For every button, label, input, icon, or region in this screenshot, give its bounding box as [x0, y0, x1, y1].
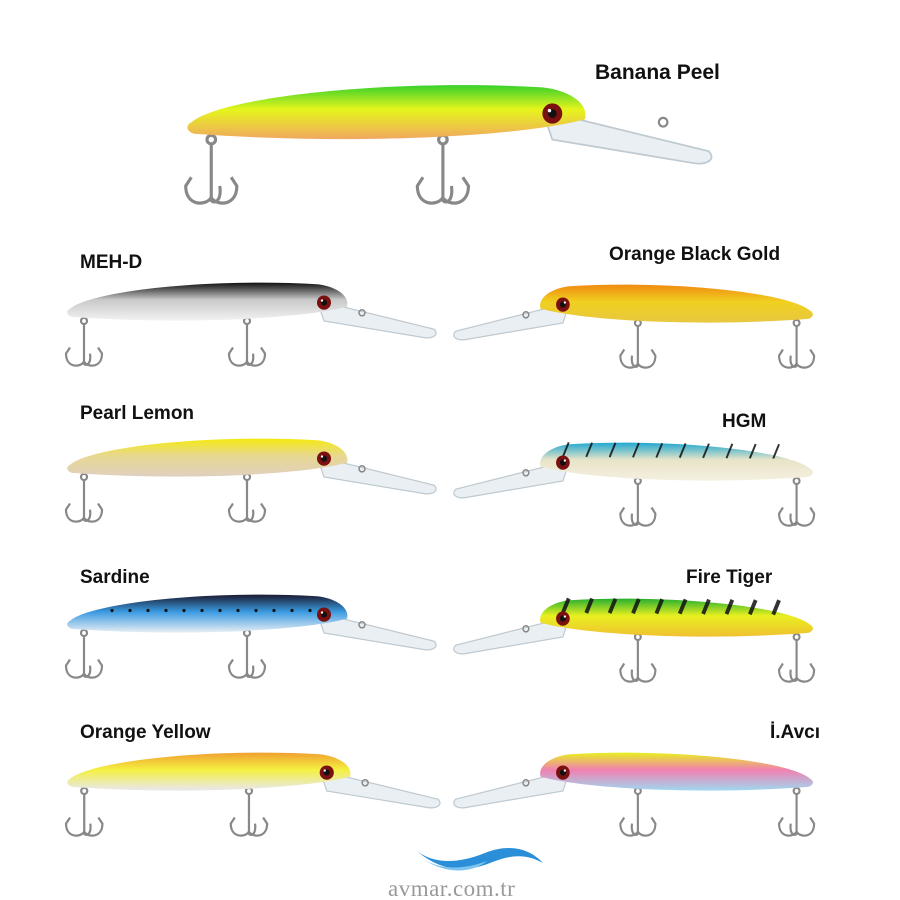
label-orange-yellow: Orange Yellow: [80, 722, 211, 743]
lure-fire-tiger: [453, 597, 816, 683]
wave-logo-icon: [417, 848, 543, 871]
treble-hook-icon: [184, 133, 239, 205]
treble-hook-icon: [227, 472, 267, 523]
treble-hook-icon: [415, 133, 471, 205]
lure-i-avci: [453, 752, 816, 837]
lure-lip: [453, 301, 571, 341]
treble-hook-icon: [227, 628, 267, 679]
lure-orange-yellow: [64, 752, 441, 837]
lure-lip: [318, 769, 441, 809]
lure-hgm: [453, 442, 816, 527]
treble-hook-icon: [777, 476, 816, 527]
label-hgm: HGM: [722, 411, 767, 432]
lure-lip: [453, 459, 571, 499]
treble-hook-icon: [619, 632, 657, 683]
lure-banana-peel: [184, 85, 713, 205]
treble-hook-icon: [777, 632, 816, 683]
label-meh-d: MEH-D: [80, 252, 143, 273]
lure-body: [540, 442, 813, 481]
lure-pearl-lemon: [64, 438, 437, 523]
label-pearl-lemon: Pearl Lemon: [80, 403, 195, 424]
treble-hook-icon: [777, 786, 816, 837]
lure-sardine: [64, 594, 437, 679]
lure-body: [67, 594, 348, 633]
lure-lip: [316, 299, 437, 339]
treble-hook-icon: [619, 786, 657, 837]
lure-body: [67, 282, 348, 321]
treble-hook-icon: [64, 786, 104, 837]
label-i-avci: İ.Avcı: [770, 722, 820, 743]
label-orange-black-gold: Orange Black Gold: [609, 244, 781, 265]
treble-hook-icon: [619, 476, 657, 527]
treble-hook-icon: [229, 786, 269, 837]
label-sardine: Sardine: [80, 567, 150, 588]
lure-lip: [453, 615, 571, 655]
treble-hook-icon: [619, 318, 657, 369]
logo-text: avmar.com.tr: [388, 876, 516, 900]
lure-lip: [541, 109, 713, 165]
label-banana-peel: Banana Peel: [595, 61, 720, 84]
lure-meh-d: [64, 282, 437, 367]
treble-hook-icon: [64, 472, 104, 523]
lure-body: [187, 85, 586, 140]
lure-lip: [453, 769, 571, 809]
lure-lip: [316, 611, 437, 651]
lure-body: [540, 752, 813, 791]
lure-body: [67, 752, 351, 791]
treble-hook-icon: [227, 316, 267, 367]
label-fire-tiger: Fire Tiger: [686, 567, 773, 588]
lure-lip: [316, 455, 437, 495]
lure-body: [67, 438, 348, 477]
treble-hook-icon: [777, 318, 816, 369]
treble-hook-icon: [64, 628, 104, 679]
lure-orange-black-gold: [453, 284, 816, 369]
treble-hook-icon: [64, 316, 104, 367]
lure-body: [540, 284, 813, 323]
lure-body: [540, 598, 813, 637]
